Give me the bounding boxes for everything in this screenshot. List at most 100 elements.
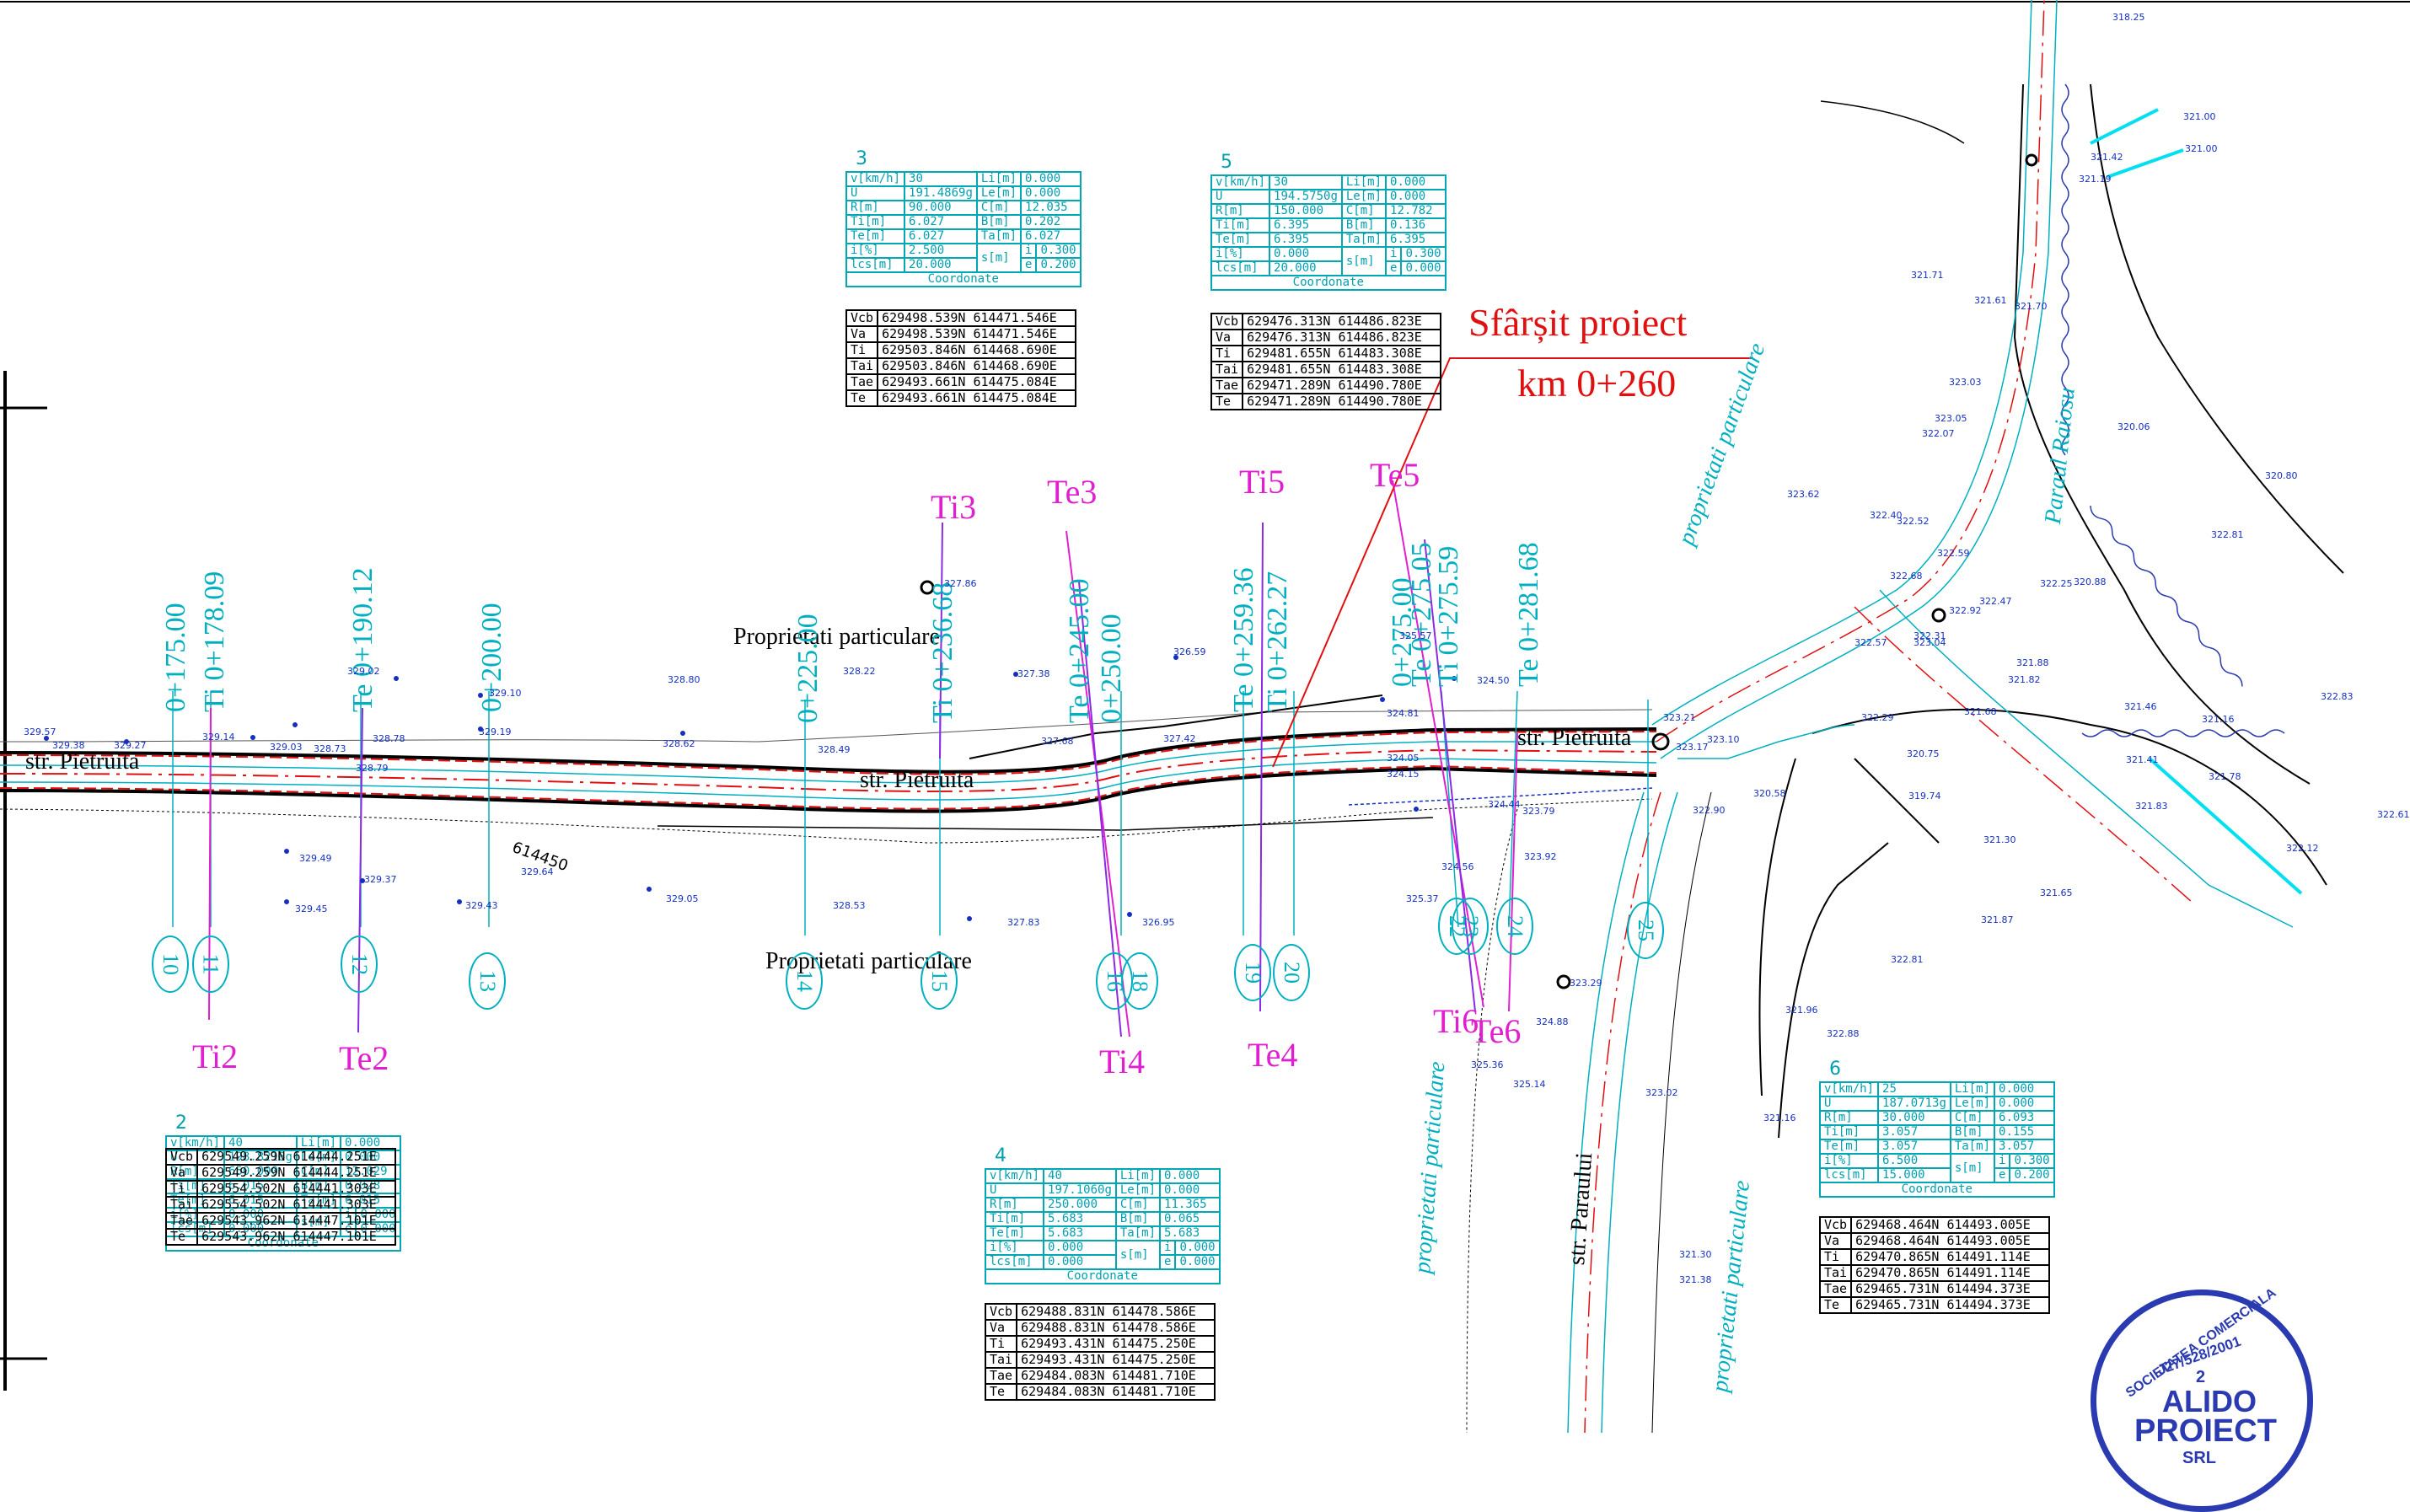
profile-number: 23 [1452, 898, 1489, 955]
elevation-label: 321.88 [2016, 657, 2049, 668]
table-number: 3 [856, 148, 867, 169]
elevation-label: 326.95 [1142, 917, 1175, 928]
param-cell: 0.000 [1269, 246, 1343, 262]
coord-point: Tai [164, 1196, 199, 1214]
elevation-label: 324.88 [1536, 1016, 1569, 1027]
elevation-label: 323.02 [1645, 1087, 1678, 1098]
profile-lines [172, 690, 1649, 936]
coord-value: 629493.661N 614475.084E [877, 373, 1077, 391]
elevation-label: 322.88 [1827, 1028, 1860, 1039]
param-cell: 12.782 [1385, 203, 1447, 219]
elevation-label: 329.43 [465, 900, 498, 911]
elevation-label: 327.68 [1041, 736, 1074, 747]
coord-value: 629465.731N 614494.373E [1850, 1280, 2051, 1298]
param-cell: 15.000 [1877, 1167, 1951, 1183]
coord-value: 629498.539N 614471.546E [877, 309, 1077, 327]
elevation-label: 321.38 [1679, 1274, 1712, 1285]
param-cell: 0.300 [1035, 243, 1082, 259]
param-cell: 0.000 [1020, 185, 1082, 201]
elevation-label: 321.83 [2135, 801, 2168, 812]
property-label: Proprietati particulare [733, 624, 940, 650]
coord-value: 629554.502N 614441.303E [196, 1180, 397, 1198]
coord-point: Tae [845, 373, 879, 391]
param-cell: i[%] [1210, 246, 1271, 262]
point-label-te3: Te3 [1047, 473, 1098, 511]
profile-number: 20 [1273, 944, 1310, 1001]
elevation-label: 323.79 [1522, 806, 1555, 817]
coord-point: Tae [1210, 377, 1244, 394]
coord-value: 629493.661N 614475.084E [877, 389, 1077, 407]
coord-value: 629493.431N 614475.250E [1016, 1351, 1216, 1369]
param-cell: 191.4869g [904, 185, 978, 201]
param-cell: Li[m] [1114, 1168, 1162, 1184]
chainage-label: Te 0+245.00 [1064, 578, 1095, 723]
param-cell: 30 [1269, 174, 1343, 190]
param-cell: 11.365 [1159, 1197, 1221, 1213]
param-cell: U [845, 185, 906, 201]
elevation-label: 327.38 [1017, 668, 1050, 679]
chainage-label: Ti 0+178.09 [199, 571, 230, 712]
coord-value: 629476.313N 614486.823E [1242, 313, 1442, 330]
param-cell: Ti[m] [1818, 1124, 1880, 1140]
stream-line [2061, 83, 2069, 456]
param-cell: lcs[m] [845, 257, 906, 273]
coord-value: 629481.655N 614483.308E [1242, 361, 1442, 378]
param-cell: 6.027 [904, 214, 978, 230]
elevation-label: 321.78 [2209, 771, 2241, 782]
survey-points [44, 153, 2038, 989]
elevation-label: 323.62 [1787, 489, 1820, 500]
elevation-label: 322.40 [1870, 510, 1903, 521]
param-cell: 90.000 [904, 200, 978, 216]
chainage-label: Te 0+190.12 [347, 567, 378, 712]
elevation-label: 321.82 [2008, 674, 2041, 685]
elevation-label: 321.87 [1981, 914, 2014, 925]
coord-title: Coordonate [985, 1268, 1221, 1284]
param-cell: lcs[m] [1210, 260, 1271, 276]
coord-point: Vcb [845, 309, 879, 327]
param-cell: e [1385, 260, 1403, 276]
elevation-label: 329.14 [202, 732, 235, 743]
coord-point: Va [845, 325, 879, 343]
param-cell: i[%] [845, 243, 906, 259]
param-cell: v[km/h] [1210, 174, 1271, 190]
param-cell: 3.057 [1877, 1124, 1951, 1140]
param-cell: C[m] [1114, 1197, 1162, 1213]
param-cell: 40 [1043, 1168, 1117, 1184]
param-cell: B[m] [975, 214, 1023, 230]
elevation-label: 323.21 [1663, 712, 1696, 723]
elevation-label: 329.49 [299, 853, 332, 864]
param-cell: U [1818, 1096, 1880, 1112]
coord-value: 629498.539N 614471.546E [877, 325, 1077, 343]
coord-value: 629476.313N 614486.823E [1242, 329, 1442, 346]
param-cell: 12.035 [1020, 200, 1082, 216]
param-cell: 6.395 [1385, 232, 1447, 248]
elevation-label: 324.44 [1488, 799, 1521, 810]
elevation-label: 325.14 [1513, 1079, 1546, 1090]
param-cell: 30.000 [1877, 1110, 1951, 1126]
param-cell: Te[m] [984, 1225, 1045, 1241]
elevation-label: 321.61 [1974, 295, 2007, 306]
param-cell: Le[m] [975, 185, 1023, 201]
point-label-te5: Te5 [1370, 456, 1420, 494]
elevation-label: 320.06 [2117, 421, 2150, 432]
param-cell: v[km/h] [984, 1168, 1045, 1184]
coord-value: 629468.464N 614493.005E [1850, 1232, 2051, 1250]
coord-point: Va [984, 1319, 1018, 1337]
param-cell: 0.000 [1159, 1168, 1221, 1184]
coord-value: 629488.831N 614478.586E [1016, 1319, 1216, 1337]
elevation-label: 329.64 [521, 866, 554, 877]
elevation-label: 327.83 [1007, 917, 1040, 928]
param-cell: Te[m] [845, 228, 906, 244]
elevation-label: 325.37 [1406, 893, 1439, 904]
param-cell: Ta[m] [975, 228, 1023, 244]
end-leader-line [1272, 357, 1753, 768]
param-cell: 6.395 [1269, 232, 1343, 248]
param-cell: e [1994, 1167, 2011, 1183]
coord-point: Te [1210, 393, 1244, 410]
table-number: 6 [1829, 1059, 1841, 1080]
elevation-label: 322.68 [1890, 571, 1923, 582]
coord-value: 629468.464N 614493.005E [1850, 1216, 2051, 1234]
